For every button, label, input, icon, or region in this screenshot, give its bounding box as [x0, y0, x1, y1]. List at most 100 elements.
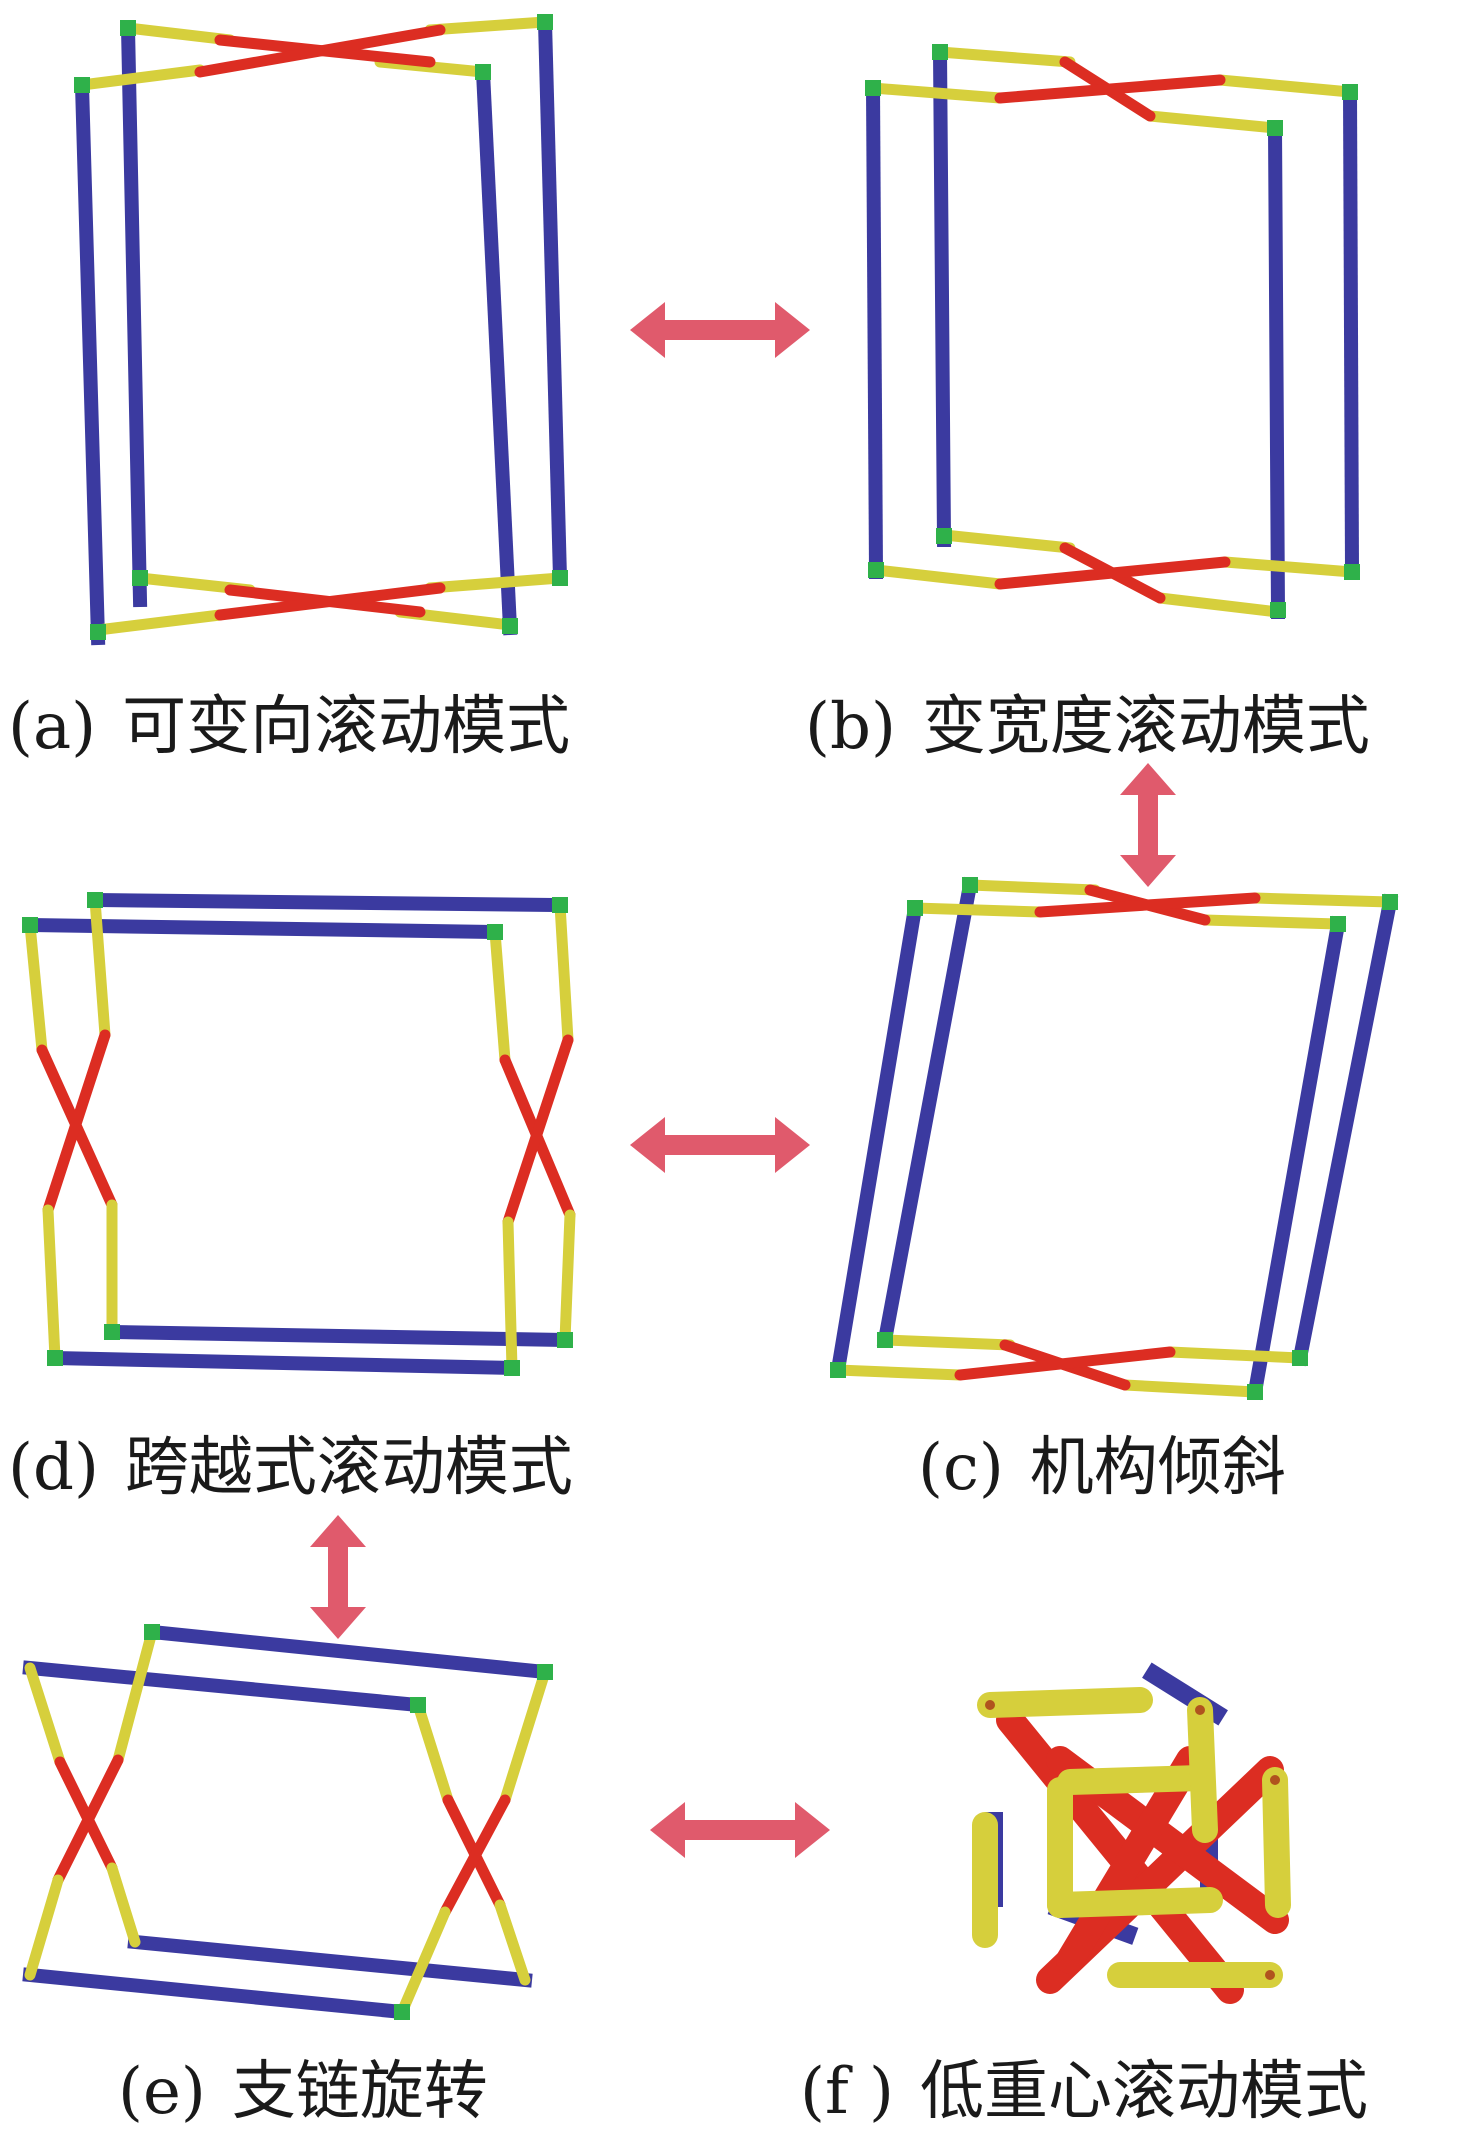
side-link — [424, 16, 551, 36]
side-link — [1154, 592, 1284, 618]
caption-f-label: (f ) — [800, 2055, 894, 2129]
joint — [557, 1332, 573, 1348]
cross-link — [214, 582, 446, 621]
caption-e-label: (e) — [118, 2055, 206, 2129]
frame-bar — [87, 892, 568, 913]
side-link — [24, 1662, 66, 1768]
arrow-e-f — [650, 1802, 830, 1858]
side-link — [92, 609, 226, 636]
arrow-b-c — [1120, 763, 1176, 887]
joint — [868, 562, 884, 578]
side-link — [489, 926, 511, 1066]
caption-b: (b)变宽度滚动模式 — [805, 695, 1370, 759]
frame-bar — [1142, 1662, 1228, 1726]
side-link — [396, 1906, 451, 2018]
frame-bar — [475, 64, 518, 636]
joint — [74, 77, 90, 93]
joint — [936, 528, 952, 544]
arrow-d-e — [310, 1515, 366, 1639]
caption-f: (f )低重心滚动模式 — [800, 2060, 1368, 2124]
frame-bar — [47, 1350, 520, 1376]
cross-link — [994, 74, 1226, 104]
joint — [90, 624, 106, 640]
caption-c: (c)机构倾斜 — [918, 1436, 1286, 1500]
arrow-d-c — [630, 1117, 810, 1173]
frame-bar — [1342, 84, 1360, 578]
joint — [1267, 120, 1283, 136]
frame-bar — [104, 1324, 573, 1348]
frame-bar — [1246, 915, 1347, 1401]
frame-bar — [127, 1934, 533, 1988]
side-link — [1187, 1697, 1218, 1843]
panel-e-mechanism — [22, 1624, 553, 2020]
side-link — [42, 1204, 61, 1364]
caption-a-text: 可变向滚动模式 — [122, 690, 571, 764]
joint — [22, 917, 38, 933]
side-link — [24, 919, 48, 1056]
panel-c-mechanism — [829, 876, 1399, 1401]
side-link — [112, 1626, 158, 1766]
side-link — [24, 1874, 64, 1981]
joint — [865, 80, 881, 96]
side-link — [1164, 1346, 1306, 1364]
caption-c-text: 机构倾斜 — [1029, 1431, 1286, 1505]
side-link — [559, 1209, 576, 1346]
joint — [537, 1664, 553, 1680]
side-link — [1119, 1379, 1261, 1398]
side-link — [424, 572, 566, 594]
frame-bar — [1267, 120, 1286, 620]
joint — [962, 877, 978, 893]
frame-bar — [1291, 893, 1399, 1367]
caption-c-label: (c) — [918, 1431, 1004, 1505]
side-link — [867, 82, 1006, 104]
joint — [475, 64, 491, 80]
side-link — [879, 1334, 1016, 1351]
side-link — [76, 64, 206, 91]
side-link — [1144, 110, 1281, 134]
cross-link — [194, 24, 446, 78]
side-link — [1057, 1765, 1213, 1795]
arrow-a-b — [630, 302, 810, 358]
joint — [552, 570, 568, 586]
caption-e: (e)支链旋转 — [118, 2060, 488, 2124]
frame-bar — [537, 14, 568, 586]
joint — [120, 20, 136, 36]
joint — [504, 1360, 520, 1376]
side-link — [412, 1699, 454, 1806]
side-link — [494, 1899, 531, 1986]
joint — [1195, 1705, 1205, 1715]
joint — [47, 1350, 63, 1366]
side-link — [554, 899, 574, 1046]
side-link — [977, 1687, 1153, 1718]
side-link — [1262, 1767, 1291, 1918]
cross-link — [1056, 1746, 1204, 1974]
cross-link — [502, 1034, 574, 1228]
joint — [985, 1700, 995, 1710]
joint — [1265, 1970, 1275, 1980]
joint — [537, 14, 553, 30]
joint — [1344, 564, 1360, 580]
joint — [907, 900, 923, 916]
frame-bar — [829, 899, 924, 1379]
side-link — [832, 1364, 966, 1381]
joint — [1382, 894, 1398, 910]
caption-a-label: (a) — [8, 690, 97, 764]
cross-link — [1034, 892, 1261, 918]
joint — [1270, 602, 1286, 618]
caption-d-label: (d) — [8, 1431, 99, 1505]
caption-d-text: 跨越式滚动模式 — [124, 1431, 573, 1505]
joint — [104, 1324, 120, 1340]
joint — [1330, 916, 1346, 932]
joint — [394, 2004, 410, 2020]
frame-bar — [144, 1624, 553, 1680]
joint — [552, 897, 568, 913]
joint — [502, 618, 518, 634]
cross-link — [954, 1346, 1176, 1381]
joint — [877, 1332, 893, 1348]
side-link — [106, 1862, 141, 1948]
joint — [487, 924, 503, 940]
frame-bar — [120, 20, 148, 608]
joint — [144, 1624, 160, 1640]
caption-b-text: 变宽度滚动模式 — [921, 690, 1370, 764]
side-link — [934, 46, 1076, 68]
